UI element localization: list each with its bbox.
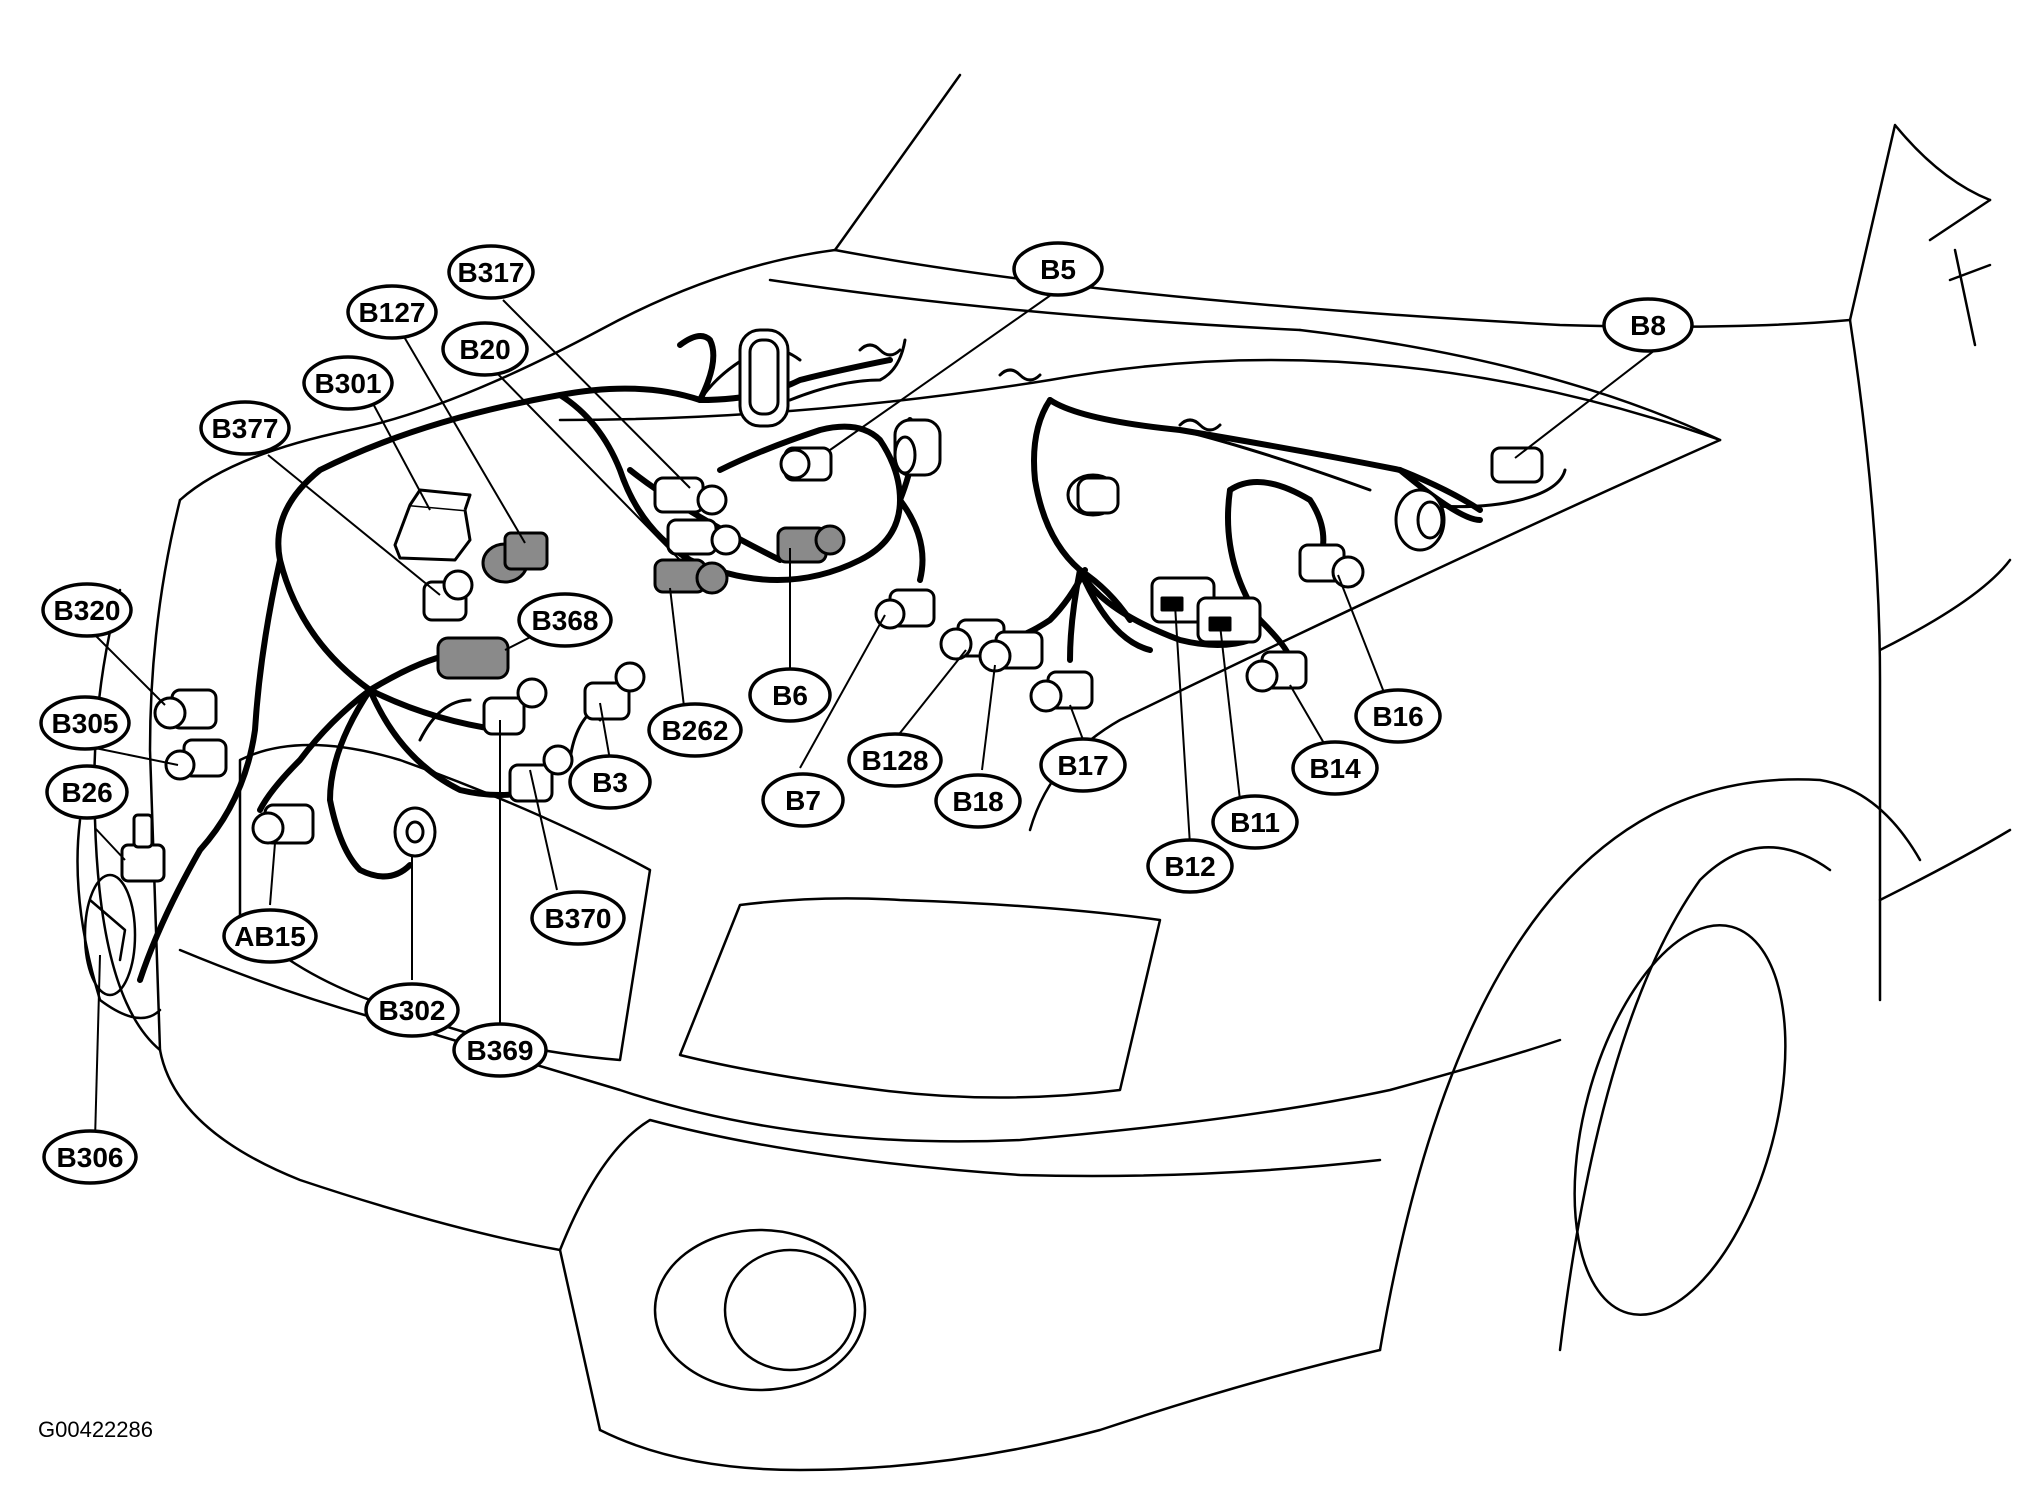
label-b16: B16 (1354, 688, 1442, 744)
label-b369-text: B369 (467, 1035, 534, 1066)
label-b6: B6 (748, 667, 832, 723)
label-b370: B370 (530, 890, 626, 946)
label-b18: B18 (934, 773, 1022, 829)
label-b128: B128 (847, 732, 943, 788)
label-b127: B127 (346, 284, 438, 340)
label-b302-text: B302 (379, 995, 446, 1026)
label-b305: B305 (39, 695, 131, 751)
label-b17-text: B17 (1057, 750, 1108, 781)
label-b370-text: B370 (545, 903, 612, 934)
label-b12-text: B12 (1164, 851, 1215, 882)
label-b306-text: B306 (57, 1142, 124, 1173)
label-b5: B5 (1012, 241, 1104, 297)
label-b14-text: B14 (1309, 753, 1361, 784)
connector-labels: B317 B5 B8 B127 B20 B301 B377 B320 B368 … (39, 241, 1694, 1185)
label-ab15-text: AB15 (234, 921, 306, 952)
label-b127-text: B127 (359, 297, 426, 328)
label-b302: B302 (364, 982, 460, 1038)
label-b20: B20 (441, 321, 529, 377)
label-b20-text: B20 (459, 334, 510, 365)
label-b8-text: B8 (1630, 310, 1666, 341)
label-b12: B12 (1146, 838, 1234, 894)
label-b7-text: B7 (785, 785, 821, 816)
label-b128-text: B128 (862, 745, 929, 776)
label-b377-text: B377 (212, 413, 279, 444)
label-b6-text: B6 (772, 680, 808, 711)
label-b14: B14 (1291, 740, 1379, 796)
figure-id: G00422286 (38, 1417, 153, 1442)
label-ab15: AB15 (222, 908, 318, 964)
label-b3: B3 (568, 754, 652, 810)
label-b320-text: B320 (54, 595, 121, 626)
label-b262: B262 (647, 702, 743, 758)
label-b301: B301 (302, 355, 394, 411)
label-b369: B369 (452, 1022, 548, 1078)
connector-shapes (120, 328, 1544, 883)
label-b17: B17 (1039, 737, 1127, 793)
label-b26-text: B26 (61, 777, 112, 808)
label-b368: B368 (517, 592, 613, 648)
label-b3-text: B3 (592, 767, 628, 798)
label-b26: B26 (45, 764, 129, 820)
label-b377: B377 (199, 400, 291, 456)
label-b5-text: B5 (1040, 254, 1076, 285)
label-b368-text: B368 (532, 605, 599, 636)
label-b305-text: B305 (52, 708, 119, 739)
leader-lines (94, 289, 1656, 1141)
label-b8: B8 (1602, 297, 1694, 353)
label-b301-text: B301 (315, 368, 382, 399)
harness-thin-lines (418, 338, 1567, 762)
label-b7: B7 (761, 772, 845, 828)
label-b11-text: B11 (1230, 807, 1280, 838)
label-b306: B306 (42, 1129, 138, 1185)
label-b16-text: B16 (1372, 701, 1423, 732)
label-b320: B320 (41, 582, 133, 638)
label-b262-text: B262 (662, 715, 729, 746)
label-b317-text: B317 (458, 257, 525, 288)
label-b11: B11 (1211, 794, 1299, 850)
label-b317: B317 (447, 244, 535, 300)
label-b18-text: B18 (952, 786, 1003, 817)
